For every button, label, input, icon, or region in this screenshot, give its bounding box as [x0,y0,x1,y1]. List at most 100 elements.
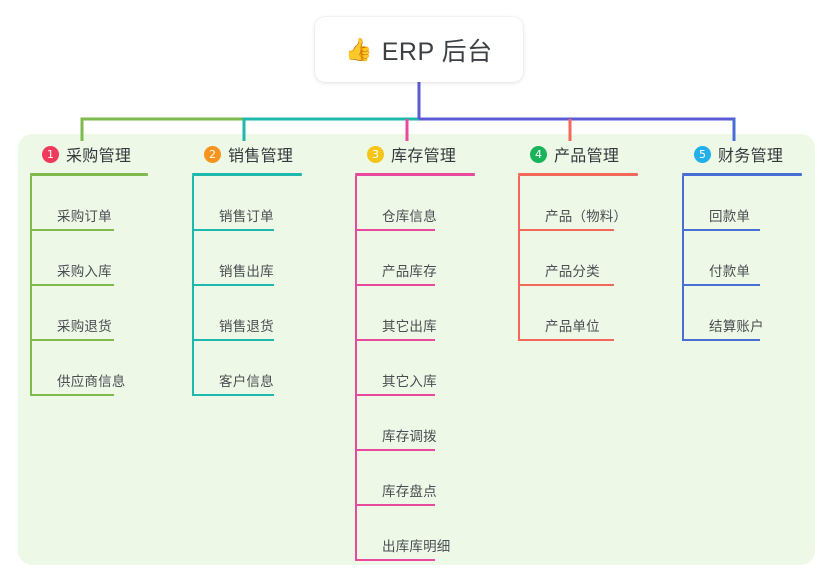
column-spine [192,176,194,396]
column-spine [30,176,32,396]
leaf-underline [355,284,435,286]
leaf-node[interactable]: 采购入库 [30,231,148,286]
leaf-underline [518,284,614,286]
leaf-label: 产品（物料） [545,209,628,224]
leaf-label: 结算账户 [709,319,764,334]
leaf-underline [192,394,274,396]
column-underline [682,173,802,176]
leaf-node[interactable]: 采购退货 [30,286,148,341]
leaf-label: 库存盘点 [382,484,437,499]
leaf-node[interactable]: 客户信息 [192,341,302,396]
leaf-underline [518,339,614,341]
leaf-label: 产品单位 [545,319,600,334]
leaf-underline [30,284,114,286]
column-header-2[interactable]: 2 销售管理 [192,141,302,167]
column-title: 产品管理 [554,148,620,165]
leaf-node[interactable]: 其它出库 [355,286,475,341]
column-header-1[interactable]: 1 采购管理 [30,141,148,167]
column-number-badge: 2 [204,145,221,163]
leaf-node[interactable]: 结算账户 [682,286,802,341]
leaf-underline [192,339,274,341]
leaf-underline [355,559,435,561]
leaf-label: 出库库明细 [382,539,451,554]
branch-column-4: 4 产品管理产品（物料） 产品分类产品单位 [518,141,638,341]
column-number-badge: 1 [42,145,59,163]
column-underline [518,173,638,176]
leaf-label: 采购订单 [57,209,112,224]
leaf-underline [192,229,274,231]
leaf-node[interactable]: 库存盘点 [355,451,475,506]
leaf-underline [355,229,435,231]
leaf-list: 产品（物料） 产品分类产品单位 [518,176,638,341]
column-title: 销售管理 [228,148,294,165]
leaf-node[interactable]: 付款单 [682,231,802,286]
column-spine [682,176,684,341]
root-node-title: ERP 后台 [381,37,493,66]
leaf-underline [355,339,435,341]
leaf-node[interactable]: 产品库存 [355,231,475,286]
leaf-underline [355,449,435,451]
leaf-label: 采购入库 [57,264,112,279]
column-title: 采购管理 [66,148,132,165]
leaf-label: 供应商信息 [57,374,126,389]
leaf-underline [518,229,614,231]
branch-column-3: 3 库存管理仓库信息产品库存其它出库其它入库库存调拨库存盘点出库库明细 [355,141,475,561]
leaf-list: 仓库信息产品库存其它出库其它入库库存调拨库存盘点出库库明细 [355,176,475,561]
leaf-underline [30,339,114,341]
leaf-node[interactable]: 采购订单 [30,176,148,231]
branch-column-5: 5 财务管理回款单付款单结算账户 [682,141,802,341]
leaf-node[interactable]: 产品单位 [518,286,638,341]
leaf-node[interactable]: 销售退货 [192,286,302,341]
leaf-underline [30,394,114,396]
leaf-label: 其它出库 [382,319,437,334]
leaf-node[interactable]: 其它入库 [355,341,475,396]
leaf-label: 回款单 [709,209,751,224]
leaf-label: 其它入库 [382,374,437,389]
leaf-label: 销售出库 [219,264,274,279]
leaf-node[interactable]: 产品（物料） [518,176,638,231]
leaf-node[interactable]: 库存调拨 [355,396,475,451]
column-title: 库存管理 [391,148,457,165]
leaf-node[interactable]: 产品分类 [518,231,638,286]
column-underline [192,173,302,176]
leaf-label: 客户信息 [219,374,274,389]
column-header-5[interactable]: 5 财务管理 [682,141,802,167]
leaf-underline [682,284,760,286]
leaf-label: 产品库存 [382,264,437,279]
leaf-underline [355,394,435,396]
leaf-label: 产品分类 [545,264,600,279]
leaf-node[interactable]: 供应商信息 [30,341,148,396]
branch-column-1: 1 采购管理采购订单采购入库采购退货供应商信息 [30,141,148,396]
column-spine [518,176,520,341]
branch-column-2: 2 销售管理销售订单销售出库销售退货客户信息 [192,141,302,396]
column-number-badge: 5 [694,145,711,163]
column-number-badge: 3 [367,145,384,163]
leaf-list: 销售订单销售出库销售退货客户信息 [192,176,302,396]
leaf-node[interactable]: 仓库信息 [355,176,475,231]
leaf-label: 仓库信息 [382,209,437,224]
leaf-node[interactable]: 销售出库 [192,231,302,286]
column-header-3[interactable]: 3 库存管理 [355,141,475,167]
root-node[interactable]: 👍 ERP 后台 [315,17,523,82]
leaf-underline [30,229,114,231]
column-spine [355,176,357,561]
leaf-list: 回款单付款单结算账户 [682,176,802,341]
leaf-list: 采购订单采购入库采购退货供应商信息 [30,176,148,396]
leaf-label: 销售订单 [219,209,274,224]
leaf-label: 付款单 [709,264,751,279]
column-number-badge: 4 [530,145,547,163]
column-underline [30,173,148,176]
leaf-underline [192,284,274,286]
column-title: 财务管理 [718,148,784,165]
leaf-underline [682,339,760,341]
column-header-4[interactable]: 4 产品管理 [518,141,638,167]
leaf-node[interactable]: 出库库明细 [355,506,475,561]
leaf-label: 库存调拨 [382,429,437,444]
thumbs-up-icon: 👍 [345,37,373,62]
leaf-node[interactable]: 销售订单 [192,176,302,231]
leaf-underline [682,229,760,231]
leaf-label: 销售退货 [219,319,274,334]
leaf-underline [355,504,435,506]
leaf-node[interactable]: 回款单 [682,176,802,231]
